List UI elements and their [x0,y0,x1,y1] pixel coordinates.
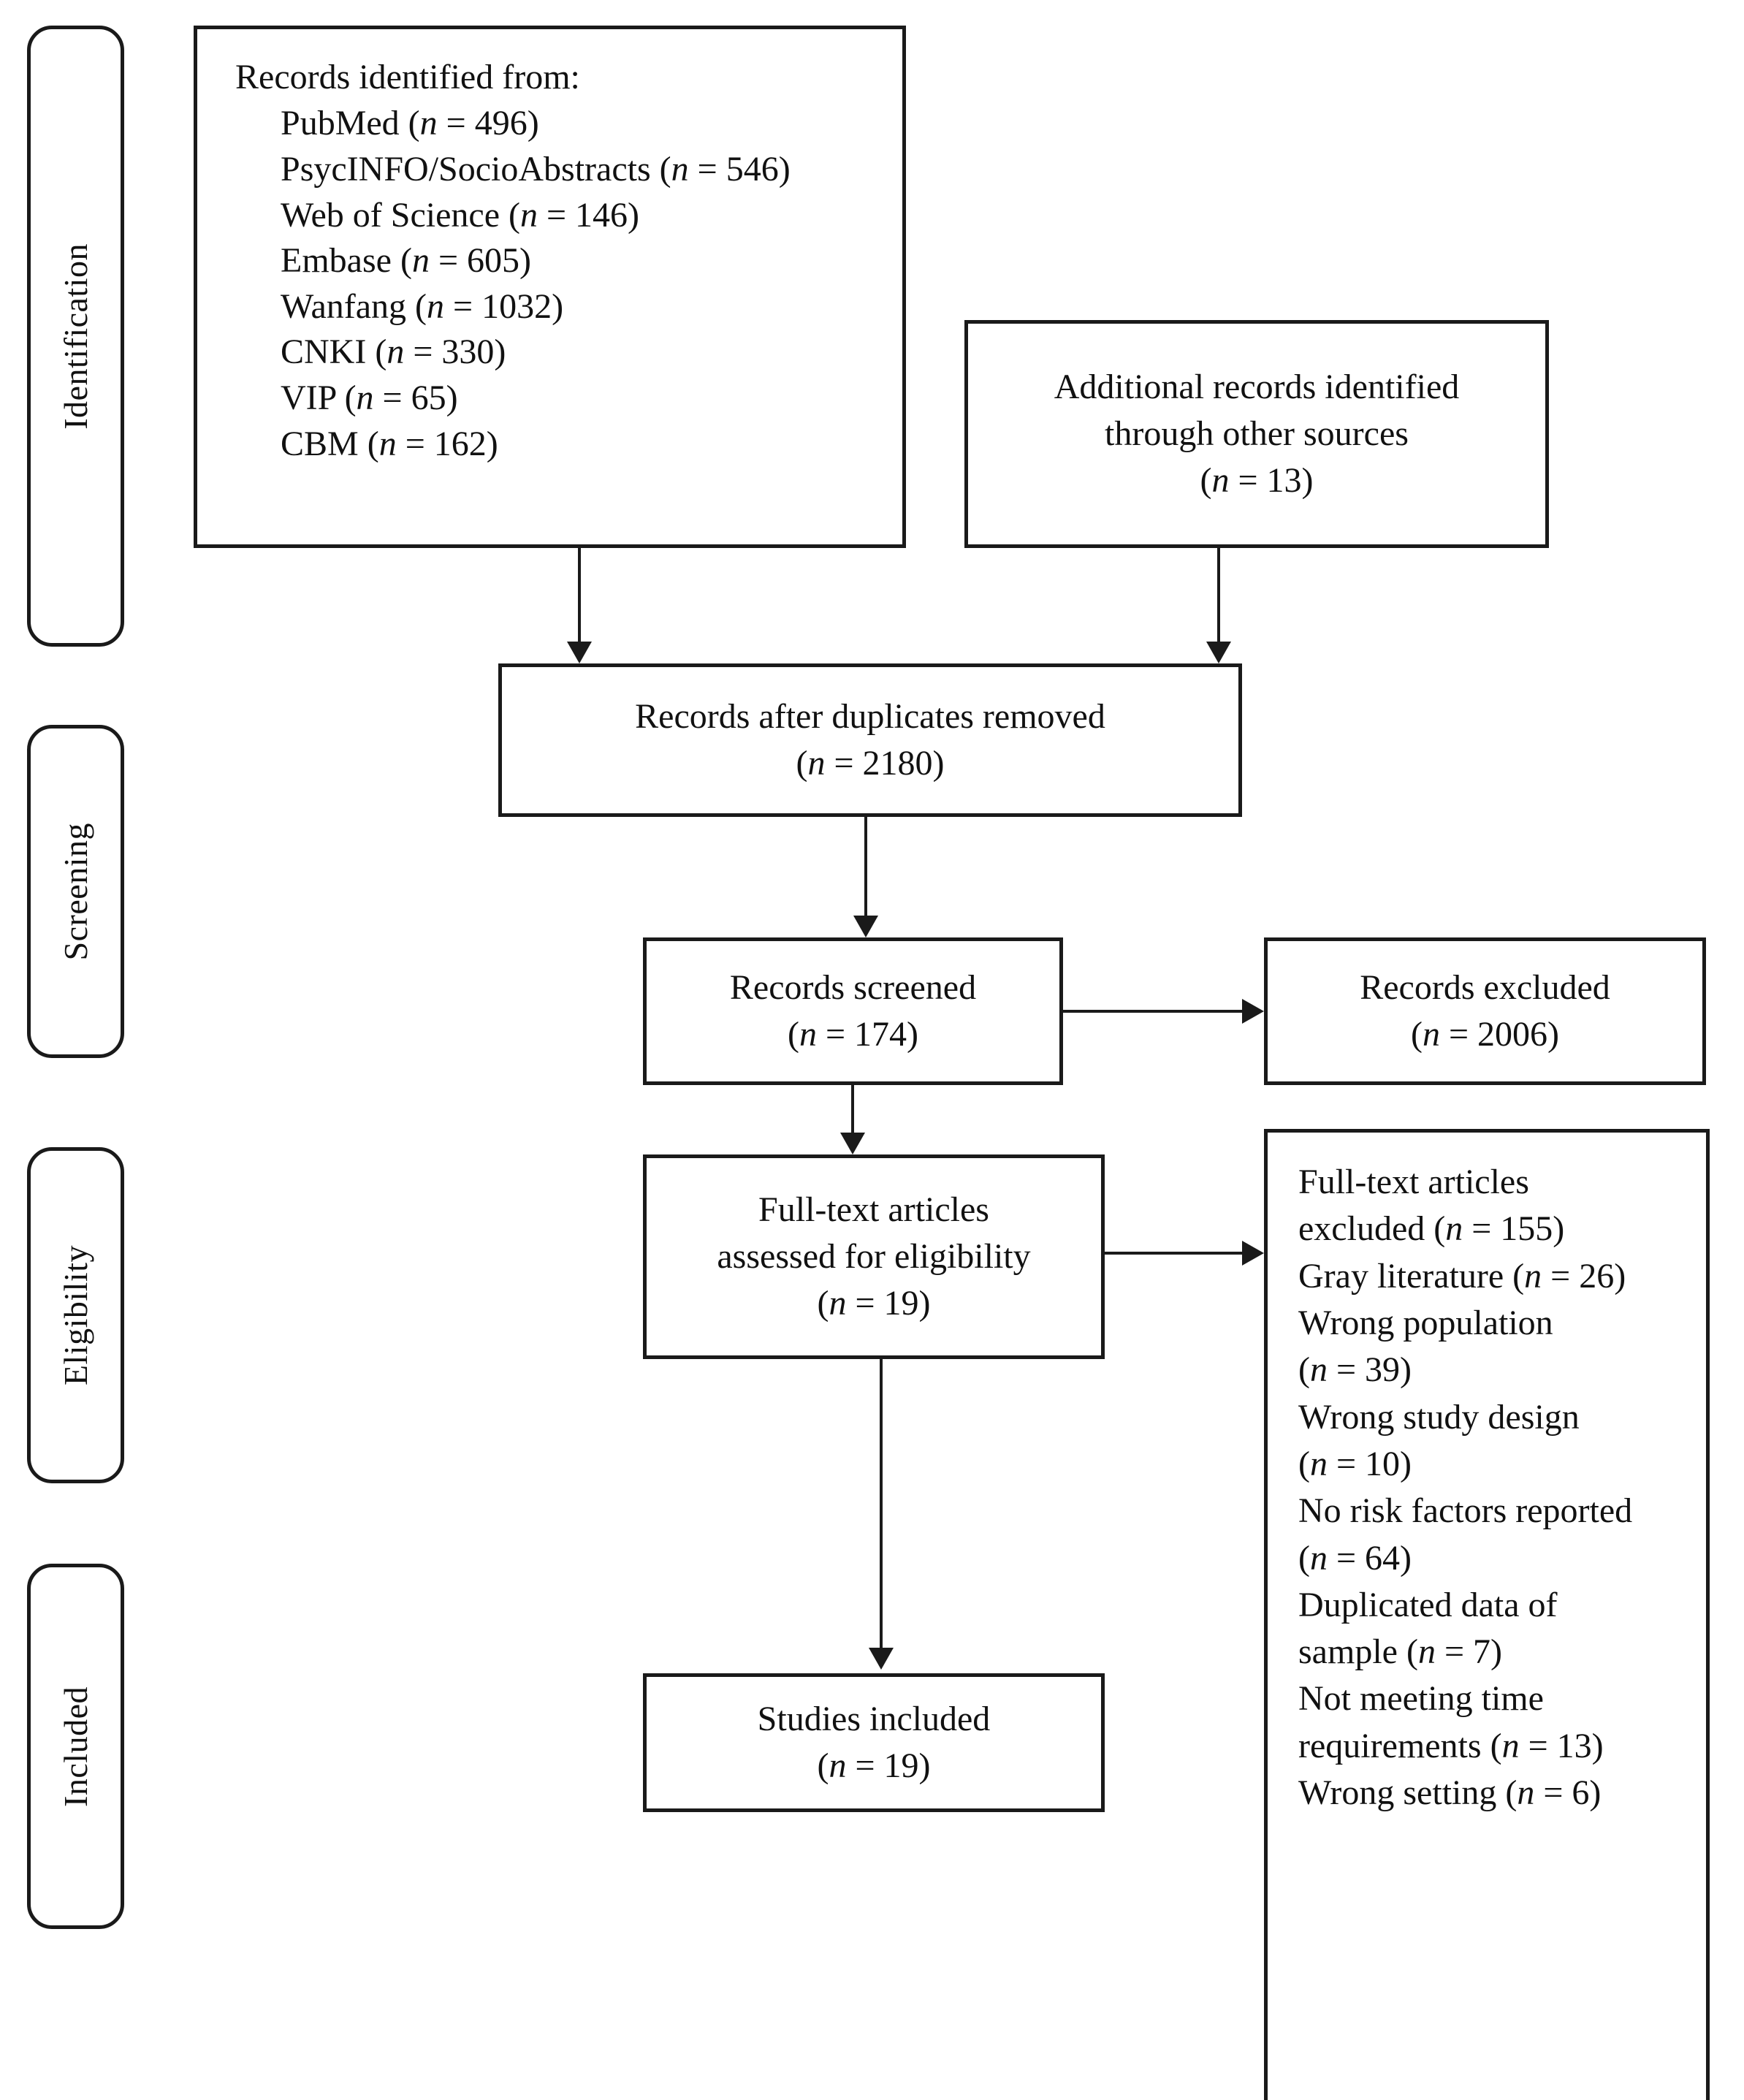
exclusion-line-3: Gray literature (n = 26) [1298,1256,1626,1296]
exclusion-line-14: Wrong setting (n = 6) [1298,1773,1602,1813]
records-identified-heading: Records identified from: [235,58,580,96]
exclusion-line-12: Not meeting time [1298,1679,1544,1719]
arrowhead-duplicates-to-screened [853,916,878,937]
fulltext-excluded-box: Full-text articles excluded (n = 155) Gr… [1264,1129,1710,2100]
phase-identification: Identification [27,26,124,647]
additional-records-line-1: Additional records identified [1054,367,1460,406]
records-after-duplicates-box: Records after duplicates removed (n = 21… [498,663,1242,817]
exclusion-line-11: sample (n = 7) [1298,1632,1503,1672]
fulltext-assessed-line-2: assessed for eligibility [717,1236,1031,1276]
source-embase: Embase (n = 605) [281,241,531,281]
exclusion-line-4: Wrong population [1298,1303,1553,1342]
fulltext-assessed-count: (n = 19) [817,1284,931,1323]
phase-eligibility-label: Eligibility [56,1244,94,1386]
records-identified-source-list: PubMed (n = 496) PsycINFO/SocioAbstracts… [281,101,791,467]
records-after-duplicates-line-1: Records after duplicates removed [635,696,1105,736]
fulltext-assessed-line-1: Full-text articles [758,1190,989,1229]
exclusion-line-6: Wrong study design [1298,1397,1580,1437]
source-psycinfo: PsycINFO/SocioAbstracts (n = 546) [281,149,791,189]
arrowhead-fulltext-to-included [869,1648,894,1670]
exclusion-line-9: (n = 64) [1298,1538,1412,1578]
records-screened-box: Records screened (n = 174) [643,937,1063,1085]
connector-additional-to-duplicates [1217,548,1220,642]
phase-screening: Screening [27,725,124,1058]
arrowhead-identification-to-duplicates [567,642,592,663]
phase-included-label: Included [56,1686,94,1807]
phase-eligibility: Eligibility [27,1147,124,1483]
records-screened-line-1: Records screened [729,967,977,1007]
source-pubmed: PubMed (n = 496) [281,104,539,143]
connector-identification-to-duplicates [578,548,581,642]
additional-records-line-2: through other sources [1105,414,1409,453]
connector-screened-to-fulltext [851,1085,854,1133]
records-after-duplicates-count: (n = 2180) [796,744,945,783]
exclusion-line-7: (n = 10) [1298,1444,1412,1483]
additional-records-box: Additional records identified through ot… [964,320,1549,548]
arrowhead-fulltext-to-exclusions [1242,1241,1264,1266]
source-vip: VIP (n = 65) [281,378,458,418]
source-web-of-science: Web of Science (n = 146) [281,195,640,235]
arrowhead-screened-to-excluded [1242,999,1264,1024]
exclusion-line-2: excluded (n = 155) [1298,1209,1565,1249]
fulltext-assessed-box: Full-text articles assessed for eligibil… [643,1154,1105,1359]
records-identified-box: Records identified from: PubMed (n = 496… [194,26,906,548]
records-screened-count: (n = 174) [787,1015,919,1054]
arrowhead-screened-to-fulltext [840,1133,865,1154]
exclusion-line-1: Full-text articles [1298,1163,1529,1201]
phase-screening-label: Screening [56,822,94,961]
exclusion-line-10: Duplicated data of [1298,1585,1558,1624]
source-cbm: CBM (n = 162) [281,424,498,463]
records-excluded-line-1: Records excluded [1360,967,1610,1007]
studies-included-box: Studies included (n = 19) [643,1673,1105,1812]
arrowhead-additional-to-duplicates [1206,642,1231,663]
studies-included-line-1: Studies included [757,1699,991,1738]
records-excluded-box: Records excluded (n = 2006) [1264,937,1706,1085]
exclusion-line-8: No risk factors reported [1298,1491,1633,1531]
exclusion-line-5: (n = 39) [1298,1350,1412,1390]
source-wanfang: Wanfang (n = 1032) [281,286,564,326]
records-excluded-count: (n = 2006) [1410,1015,1560,1054]
additional-records-count: (n = 13) [1200,461,1314,501]
connector-fulltext-to-included [880,1359,883,1648]
studies-included-count: (n = 19) [817,1746,931,1785]
source-cnki: CNKI (n = 330) [281,332,506,372]
phase-included: Included [27,1564,124,1929]
exclusion-line-13: requirements (n = 13) [1298,1726,1604,1765]
connector-fulltext-to-exclusions [1105,1252,1242,1255]
phase-identification-label: Identification [56,243,94,430]
connector-screened-to-excluded [1063,1010,1242,1013]
connector-duplicates-to-screened [864,817,867,916]
